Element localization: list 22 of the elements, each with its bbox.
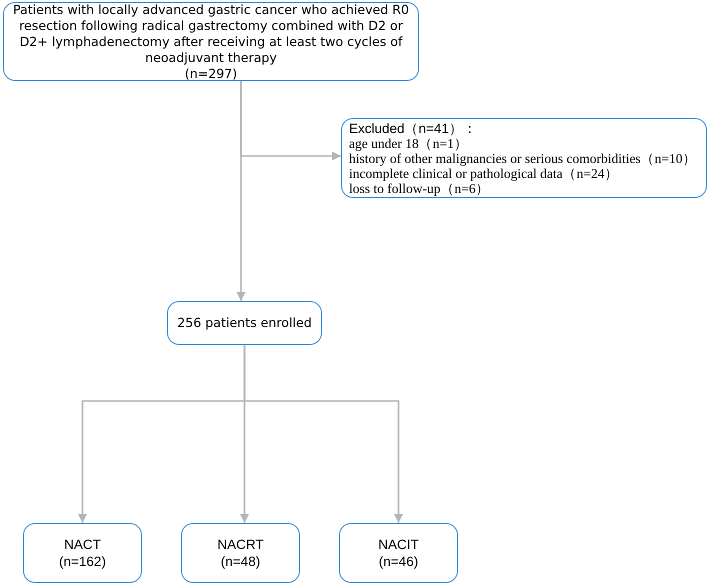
count-text: (n=48) — [220, 553, 260, 570]
arrow — [240, 81, 341, 160]
count-text: (n=162) — [59, 553, 106, 570]
group-name: NACT — [64, 536, 101, 553]
exclusion-reason: incomplete clinical or pathological data（n=24） — [349, 166, 619, 180]
exclusion-box — [341, 118, 707, 198]
process-box — [167, 301, 322, 345]
count-text: (n=297) — [184, 66, 238, 82]
exclusion-reason: age under 18（n=1） — [349, 136, 468, 150]
box-heading: Excluded（n=41）： — [349, 120, 477, 136]
box-text: 256 patients enrolled — [177, 315, 312, 331]
exclusion-reason: loss to follow-up（n=6） — [349, 180, 490, 196]
box-text: Patients with locally advanced gastric cancer who achieved R0 resection following radical gastrectomy combined with D2 or D2+ lymphadenectomy after receiving at least two cycles of neoadjuvant therapy — [12, 2, 410, 66]
group-box — [181, 523, 300, 583]
group-name: NACRT — [217, 536, 264, 553]
group-name: NACIT — [378, 536, 419, 553]
process-box — [3, 2, 419, 81]
count-text: (n=46) — [378, 553, 418, 570]
arrow — [244, 345, 403, 523]
exclusion-reason: history of other malignancies or serious comorbidities（n=10） — [349, 150, 697, 166]
group-box — [339, 523, 458, 583]
group-box — [23, 523, 142, 583]
